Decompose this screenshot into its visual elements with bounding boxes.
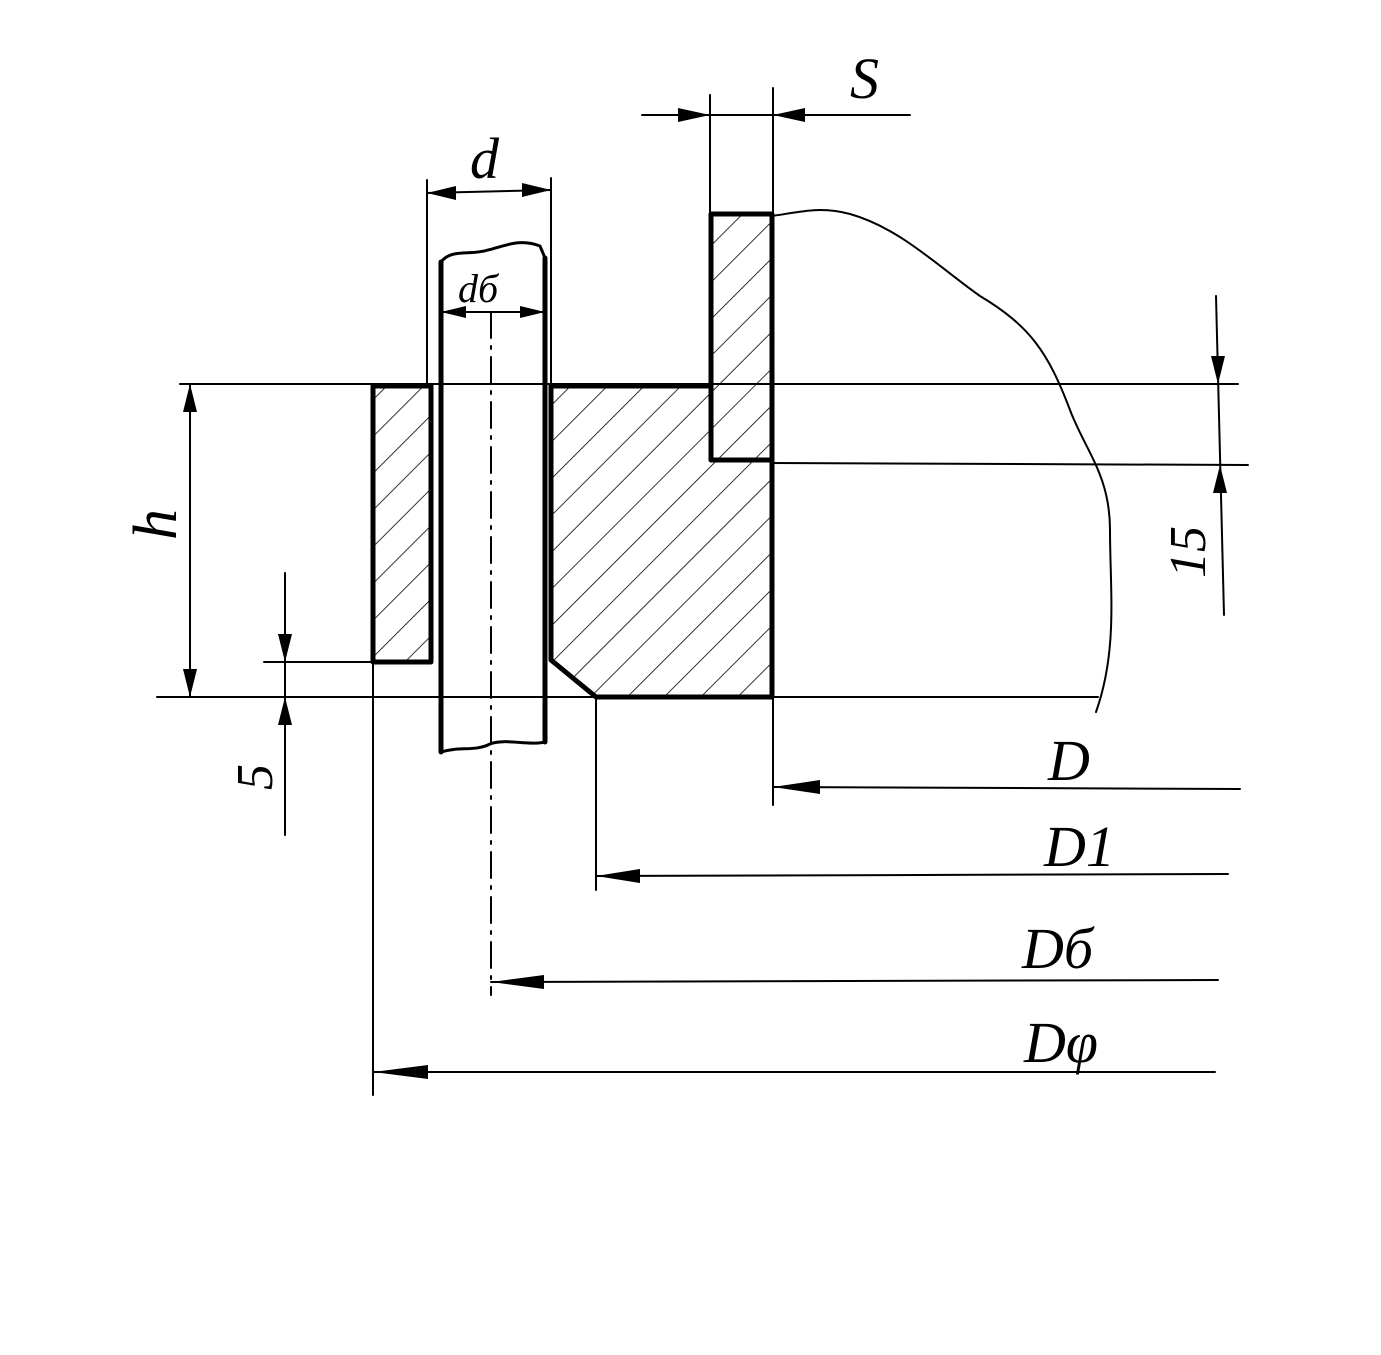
hatch-flange-right [551, 386, 772, 697]
arrow-D-bolt-circle [491, 975, 544, 989]
arrow-15-top [1211, 356, 1225, 384]
label-D-bolt-circle: Dб [1021, 916, 1095, 981]
label-h: h [122, 509, 190, 540]
dim-line-D [772, 786, 1241, 790]
ext-shell-bottom [771, 462, 1249, 466]
dim-line-D1 [595, 873, 1229, 877]
arrow-D1 [596, 869, 640, 883]
label-15: 15 [1160, 526, 1217, 578]
arrowheads [183, 108, 1227, 1079]
vessel-break-curve [771, 209, 1113, 713]
arrow-dbolt-right [520, 306, 545, 318]
arrow-D [773, 780, 820, 794]
arrow-h-bottom [183, 669, 197, 697]
arrow-dbolt-left [441, 306, 466, 318]
arrow-d-left [427, 186, 456, 200]
label-5: 5 [227, 764, 284, 790]
hatch-flange-left [373, 386, 431, 662]
label-D: D [1047, 728, 1090, 793]
hatched-sections [373, 214, 772, 697]
dim-line-15 [1215, 295, 1225, 616]
arrow-s-right [773, 108, 805, 122]
arrow-D-flange [373, 1065, 428, 1079]
label-d: d [470, 126, 500, 191]
hatch-shell-wall [711, 214, 772, 460]
bolt-top-break [439, 241, 547, 264]
dim-line-D-bolt-circle [490, 979, 1219, 983]
arrow-15-bottom [1213, 465, 1227, 493]
bolt-bottom-break [439, 740, 547, 754]
dimension-labels: S d dб h 15 5 D D1 Dб Dφ [122, 46, 1217, 1075]
bolt-break-lines [439, 241, 547, 754]
arrow-d-right [522, 183, 551, 197]
label-d-bolt: dб [458, 266, 500, 311]
label-D1: D1 [1043, 814, 1115, 879]
arrow-5-bottom [278, 697, 292, 725]
label-s: S [850, 46, 879, 111]
arrow-h-top [183, 384, 197, 412]
label-D-flange: Dφ [1023, 1010, 1098, 1075]
extension-lines [156, 87, 1249, 1096]
arrow-5-top [278, 634, 292, 662]
arrow-s-left [678, 108, 710, 122]
